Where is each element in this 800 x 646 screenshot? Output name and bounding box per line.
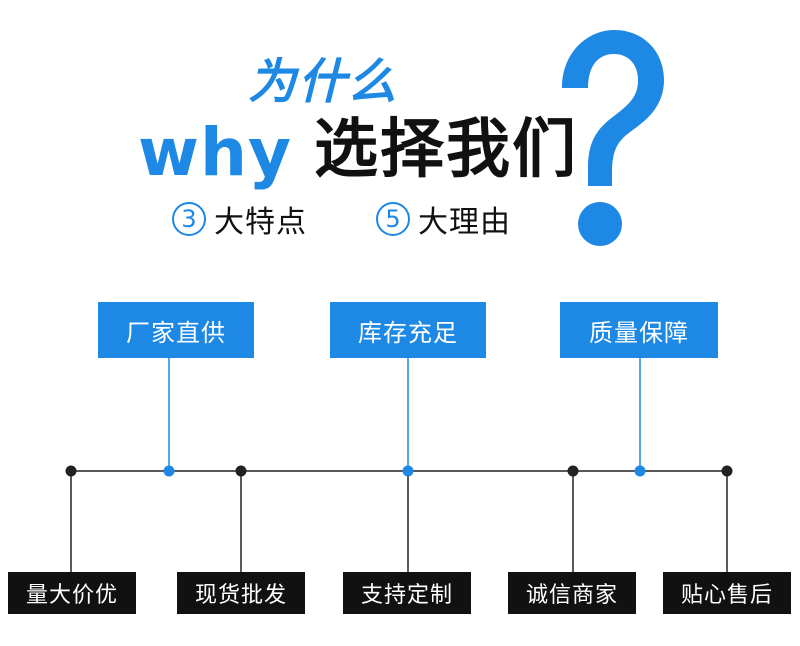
box-ample-stock: 库存充足 bbox=[330, 302, 486, 358]
box-after-sales: 贴心售后 bbox=[663, 572, 791, 614]
feature-label: 大理由 bbox=[418, 205, 511, 240]
title-why: why bbox=[138, 114, 292, 191]
title-choose-us: 选择我们 bbox=[314, 113, 578, 187]
box-quality-guarantee: 质量保障 bbox=[560, 302, 718, 358]
question-mark-icon bbox=[562, 30, 664, 246]
feature-three-points: 3 大特点 bbox=[172, 198, 307, 240]
feature-five-reasons: 5 大理由 bbox=[376, 198, 511, 240]
box-factory-direct: 厂家直供 bbox=[98, 302, 254, 358]
number-circle-5: 5 bbox=[376, 202, 410, 236]
dot-black-1 bbox=[65, 465, 77, 477]
dot-black-4 bbox=[721, 465, 733, 477]
box-honest-merchant: 诚信商家 bbox=[508, 572, 636, 614]
box-customization: 支持定制 bbox=[343, 572, 471, 614]
dot-blue-1 bbox=[163, 465, 175, 477]
dot-blue-3 bbox=[634, 465, 646, 477]
number-circle-3: 3 bbox=[172, 202, 206, 236]
dot-black-3 bbox=[567, 465, 579, 477]
dot-blue-2 bbox=[402, 465, 414, 477]
box-bulk-discount: 量大价优 bbox=[8, 572, 136, 614]
box-spot-wholesale: 现货批发 bbox=[177, 572, 305, 614]
title-line-1: 为什么 bbox=[248, 54, 399, 110]
dot-black-2 bbox=[235, 465, 247, 477]
feature-label: 大特点 bbox=[214, 205, 307, 240]
